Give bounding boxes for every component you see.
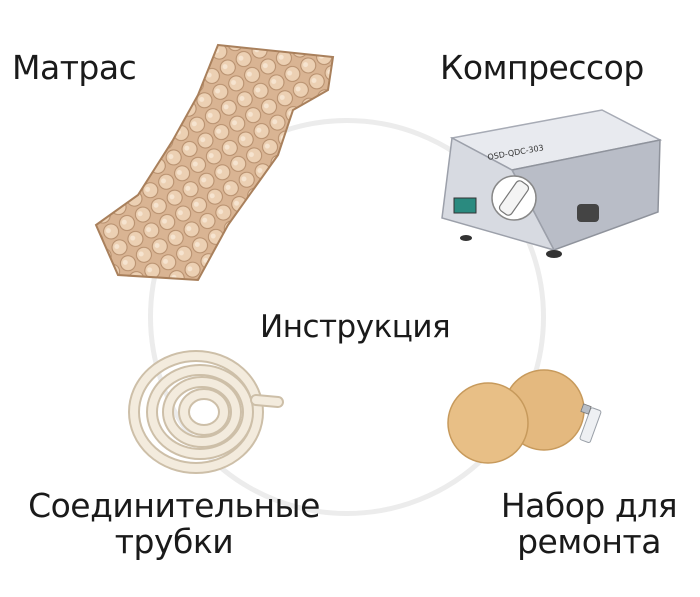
tubes-label: Соединительные трубки (14, 486, 334, 562)
mattress-image (94, 43, 335, 282)
instruction-label: Инструкция (260, 309, 451, 345)
mattress-label: Матрас (12, 48, 137, 87)
repair-kit-label: Набор для ремонта (484, 486, 694, 562)
tubes-image (128, 350, 284, 474)
repair-kit-label-line1: Набор для (500, 486, 678, 525)
tubes-label-line1: Соединительные (28, 486, 320, 525)
compressor-image: OSD-QDC-303 (441, 109, 663, 258)
repair-kit-label-line2: ремонта (517, 522, 661, 562)
repair-kit-image (447, 369, 602, 464)
center-ring (148, 118, 546, 516)
tubes-label-line2: трубки (114, 522, 234, 562)
compressor-label: Компрессор (440, 48, 644, 87)
